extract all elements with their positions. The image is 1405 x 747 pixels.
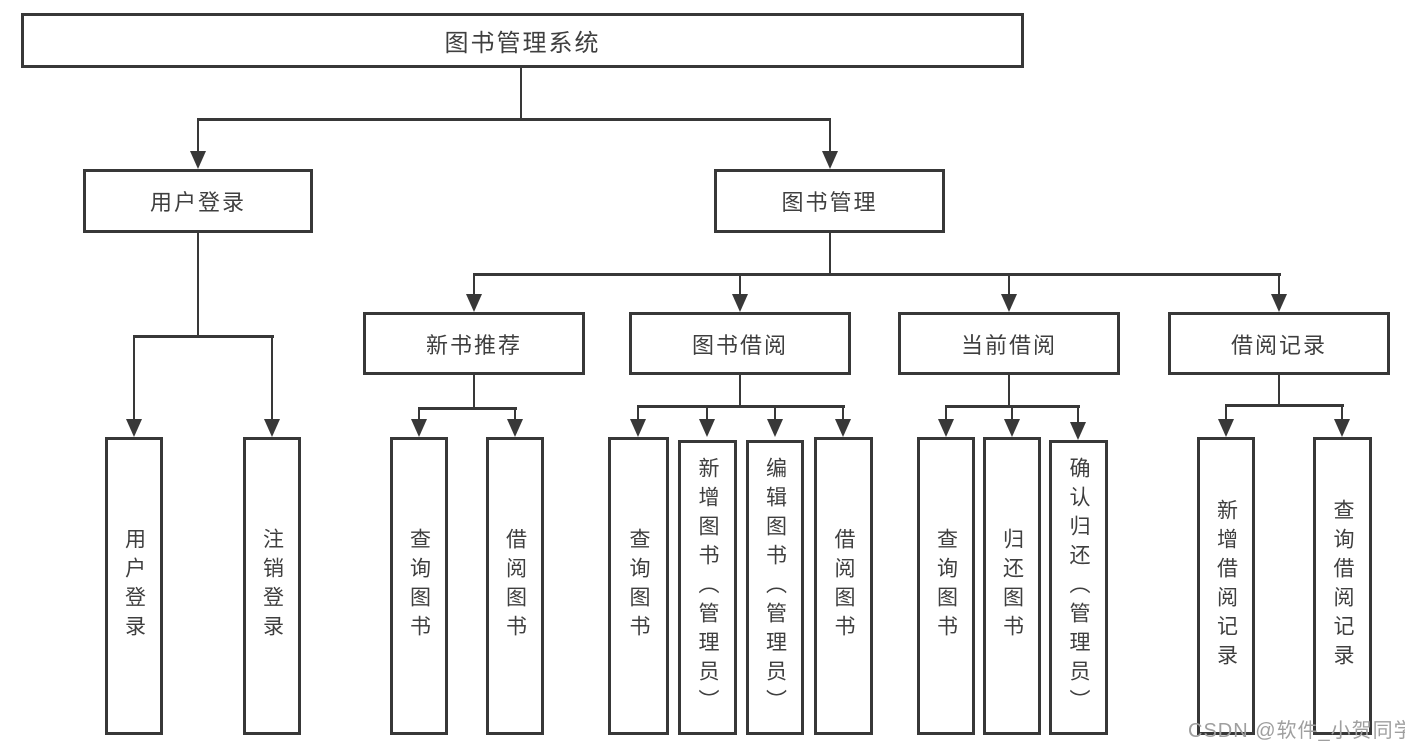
arrow-down-icon xyxy=(1334,419,1350,437)
arrow-down-icon xyxy=(1218,419,1234,437)
connector-to-user-login xyxy=(197,118,199,155)
node-book-borrow: 图书借阅 xyxy=(629,312,851,375)
connector-to-borrow-records xyxy=(1278,273,1280,297)
node-logout: 注销登录 xyxy=(243,437,301,735)
node-bb-query-books: 查询图书 xyxy=(608,437,669,735)
connector-to-current-borrow xyxy=(1008,273,1010,297)
connector-level1-rail xyxy=(197,118,831,121)
arrow-down-icon xyxy=(466,294,482,312)
arrow-down-icon xyxy=(630,419,646,437)
node-bb-add-books-admin: 新增图书（管理员） xyxy=(678,440,737,735)
connector-stub xyxy=(842,405,844,420)
node-new-book-rec: 新书推荐 xyxy=(363,312,585,375)
connector-root-stem xyxy=(520,68,522,118)
node-root: 图书管理系统 xyxy=(21,13,1024,68)
connector-book-borrow-stem xyxy=(739,375,741,408)
arrow-down-icon xyxy=(699,419,715,437)
connector-to-book-mgmt xyxy=(829,118,831,155)
connector-stub xyxy=(637,405,639,420)
connector-stub xyxy=(1341,404,1343,420)
arrow-down-icon xyxy=(190,151,206,169)
connector-stub xyxy=(1077,405,1079,423)
connector-user-login-stem xyxy=(197,233,199,337)
connector-borrow-records-rail xyxy=(1225,404,1344,407)
arrow-down-icon xyxy=(411,419,427,437)
node-bb-borrow-books: 借阅图书 xyxy=(814,437,873,735)
connector-to-logout xyxy=(271,335,273,420)
arrow-down-icon xyxy=(1001,294,1017,312)
connector-stub xyxy=(418,407,420,421)
connector-to-login xyxy=(133,335,135,420)
node-cb-query-books: 查询图书 xyxy=(917,437,975,735)
node-bb-edit-books-admin: 编辑图书（管理员） xyxy=(746,440,804,735)
node-user-login: 用户登录 xyxy=(83,169,313,233)
node-login: 用户登录 xyxy=(105,437,163,735)
connector-level2-rail xyxy=(473,273,1281,276)
arrow-down-icon xyxy=(1070,422,1086,440)
node-cb-confirm-return-admin: 确认归还（管理员） xyxy=(1049,440,1108,735)
node-nb-borrow-books: 借阅图书 xyxy=(486,437,544,735)
connector-stub xyxy=(774,405,776,420)
connector-user-login-rail xyxy=(133,335,274,338)
connector-new-book-rail xyxy=(418,407,517,410)
arrow-down-icon xyxy=(264,419,280,437)
arrow-down-icon xyxy=(822,151,838,169)
arrow-down-icon xyxy=(1271,294,1287,312)
connector-stub xyxy=(945,405,947,420)
connector-new-book-stem xyxy=(473,375,475,410)
connector-stub xyxy=(514,407,516,421)
arrow-down-icon xyxy=(1004,419,1020,437)
node-nb-query-books: 查询图书 xyxy=(390,437,448,735)
node-current-borrow: 当前借阅 xyxy=(898,312,1120,375)
node-book-mgmt: 图书管理 xyxy=(714,169,945,233)
node-cb-return-books: 归还图书 xyxy=(983,437,1041,735)
connector-stub xyxy=(1225,404,1227,420)
connector-book-mgmt-stem xyxy=(829,233,831,275)
arrow-down-icon xyxy=(126,419,142,437)
arrow-down-icon xyxy=(767,419,783,437)
connector-book-borrow-rail xyxy=(637,405,845,408)
connector-current-borrow-stem xyxy=(1008,375,1010,408)
connector-to-new-book xyxy=(473,273,475,297)
node-br-query-record: 查询借阅记录 xyxy=(1313,437,1372,735)
node-br-add-record: 新增借阅记录 xyxy=(1197,437,1255,735)
connector-stub xyxy=(706,405,708,420)
connector-to-book-borrow xyxy=(739,273,741,297)
connector-stub xyxy=(1011,405,1013,420)
arrow-down-icon xyxy=(732,294,748,312)
csdn-watermark: CSDN @软件_小贺同学 xyxy=(1188,720,1405,742)
connector-borrow-records-stem xyxy=(1278,375,1280,407)
arrow-down-icon xyxy=(938,419,954,437)
node-borrow-records: 借阅记录 xyxy=(1168,312,1390,375)
arrow-down-icon xyxy=(507,419,523,437)
arrow-down-icon xyxy=(835,419,851,437)
